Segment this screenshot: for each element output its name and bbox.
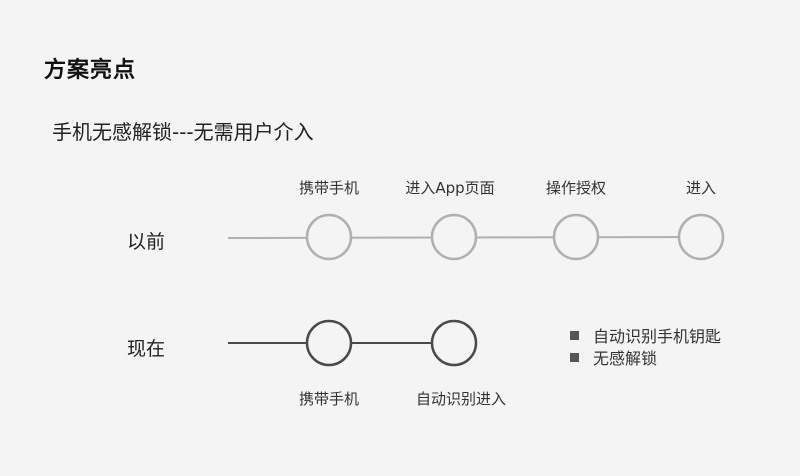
note-text: 无感解锁 — [593, 349, 658, 368]
before-step-1-node — [305, 213, 353, 261]
square-bullet-icon — [570, 352, 579, 362]
now-row-label: 现在 — [127, 338, 166, 360]
now-step-2-node — [430, 319, 478, 367]
now-step-2-label: 自动识别进入 — [415, 390, 507, 408]
before-step-2-node — [430, 213, 478, 261]
square-bullet-icon — [570, 330, 579, 340]
before-flow — [227, 213, 725, 261]
slide-title: 方案亮点 — [44, 58, 137, 83]
before-row-label: 以前 — [127, 231, 166, 253]
before-step-3-node — [552, 213, 600, 261]
note-item: 自动识别手机钥匙 — [570, 324, 721, 346]
before-step-4-node — [677, 213, 725, 261]
note-text: 自动识别手机钥匙 — [593, 327, 722, 346]
before-step-2-label: 进入App页面 — [405, 179, 495, 197]
slide-subtitle: 手机无感解锁---无需用户介入 — [52, 120, 314, 144]
before-step-4-label: 进入 — [685, 179, 717, 197]
now-step-1-node — [305, 319, 353, 367]
before-step-3-label: 操作授权 — [545, 179, 607, 197]
before-step-1-label: 携带手机 — [298, 179, 360, 197]
now-flow — [228, 319, 478, 367]
now-step-1-label: 携带手机 — [298, 390, 360, 408]
notes-list: 自动识别手机钥匙 无感解锁 — [570, 324, 721, 368]
note-item: 无感解锁 — [570, 346, 721, 368]
